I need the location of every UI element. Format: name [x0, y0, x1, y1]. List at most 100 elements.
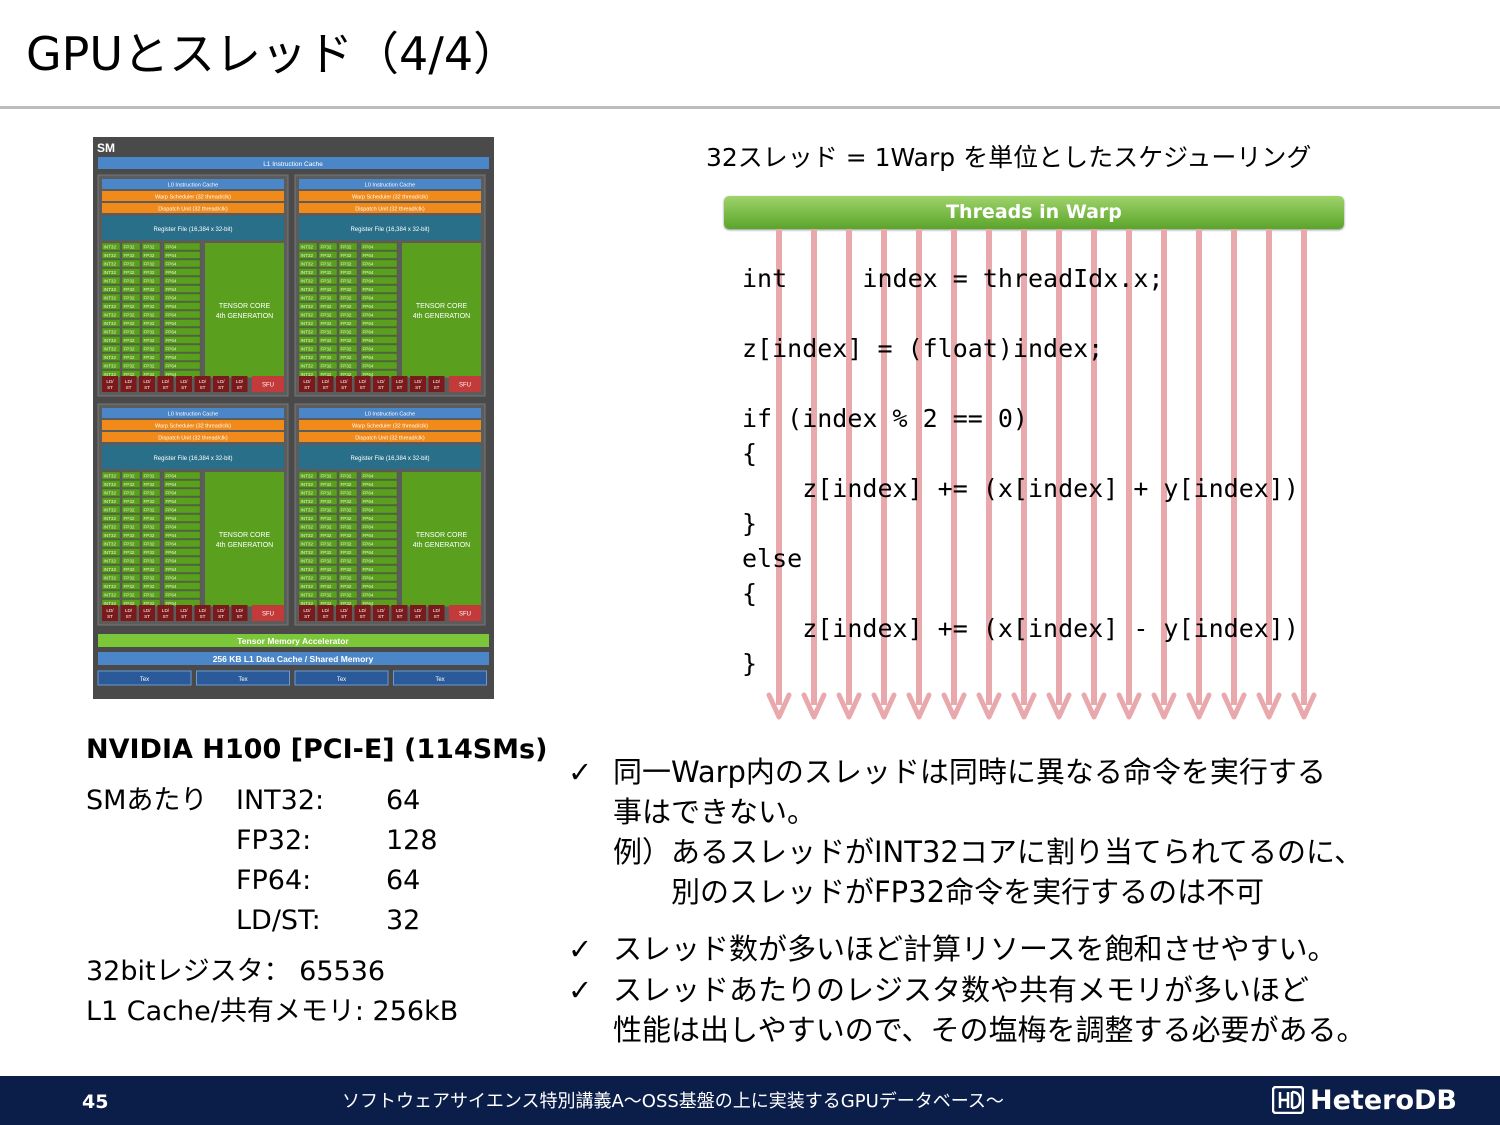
- int32-core: [101, 353, 121, 361]
- fp64-core-label: FP64: [363, 355, 374, 360]
- int32-core: [101, 514, 121, 522]
- fp64-core-label: FP64: [363, 279, 374, 284]
- code-line: }: [742, 509, 758, 538]
- fp64-core: [163, 471, 201, 480]
- fp64-core-label: FP64: [166, 338, 177, 343]
- fp32-core: [141, 548, 161, 556]
- int32-core: [101, 582, 121, 590]
- int32-core-label: INT32: [301, 559, 314, 564]
- int32-core-label: INT32: [104, 482, 117, 487]
- ldst-unit: [299, 376, 315, 392]
- fp64-core: [360, 336, 398, 344]
- fp64-core: [163, 480, 201, 488]
- fp64-core: [360, 242, 398, 251]
- int32-core-label: INT32: [104, 499, 117, 504]
- fp32-core-label: FP32: [144, 576, 155, 581]
- fp64-core-label: FP64: [166, 364, 177, 369]
- thread-arrow-head: [1116, 692, 1142, 720]
- fp32-core-label: FP32: [341, 499, 352, 504]
- ldst-unit: [336, 376, 352, 392]
- fp32-core-label: FP32: [321, 364, 332, 369]
- fp64-core: [163, 488, 201, 497]
- spec-label: INT32:: [236, 785, 325, 816]
- fp64-core-label: FP64: [166, 525, 177, 530]
- thread-arrow-head: [1046, 692, 1072, 720]
- int32-core: [298, 344, 318, 353]
- sfu-label: SFU: [262, 383, 274, 389]
- fp32-core-label: FP32: [321, 245, 332, 250]
- warp-scheduler: [299, 191, 481, 201]
- fp64-core-label: FP64: [363, 304, 374, 309]
- ldst-label: LD/: [322, 379, 330, 384]
- fp64-core: [163, 590, 201, 599]
- fp32-core: [338, 251, 358, 259]
- fp64-core: [360, 531, 398, 539]
- fp64-core: [163, 268, 201, 276]
- fp64-core-label: FP64: [363, 270, 374, 275]
- tensor-core: [402, 243, 481, 378]
- fp64-core: [360, 361, 398, 370]
- fp64-core-label: FP64: [166, 304, 177, 309]
- fp64-core: [360, 259, 398, 268]
- fp64-core-label: FP64: [166, 355, 177, 360]
- bullet-line: スレッド数が多いほど計算リソースを飽和させやすい。: [613, 932, 1337, 966]
- int32-core: [298, 565, 318, 573]
- fp32-core: [318, 259, 338, 268]
- fp32-core: [318, 522, 338, 531]
- fp32-core-label: FP32: [144, 279, 155, 284]
- fp64-core: [360, 590, 398, 599]
- fp32-core: [121, 548, 141, 556]
- ldst-label: LD/: [340, 379, 348, 384]
- int32-core: [298, 514, 318, 522]
- ldst-label: LD/: [433, 379, 441, 384]
- l0-instruction-cache: [102, 179, 284, 189]
- fp32-core: [121, 582, 141, 590]
- int32-core: [298, 259, 318, 268]
- fp32-core-label: FP32: [124, 542, 135, 547]
- l0-instruction-cache-label: L0 Instruction Cache: [365, 183, 415, 189]
- fp64-core: [360, 327, 398, 336]
- tex-unit: [294, 670, 389, 686]
- int32-core: [101, 497, 121, 505]
- int32-core: [101, 565, 121, 573]
- fp32-core-label: FP32: [144, 304, 155, 309]
- fp32-core-label: FP32: [144, 245, 155, 250]
- fp32-core-label: FP32: [144, 567, 155, 572]
- fp64-core: [360, 276, 398, 285]
- register-file: [299, 216, 481, 240]
- int32-core: [101, 336, 121, 344]
- int32-core: [298, 327, 318, 336]
- fp32-core: [318, 471, 338, 480]
- fp32-core-label: FP32: [124, 262, 135, 267]
- fp64-core-label: FP64: [166, 372, 177, 377]
- int32-core: [101, 361, 121, 370]
- heterodb-logo-mark: [1272, 1086, 1304, 1114]
- int32-core-label: INT32: [104, 550, 117, 555]
- fp32-core: [141, 242, 161, 251]
- fp32-core: [121, 276, 141, 285]
- fp32-core: [121, 251, 141, 259]
- fp32-core-label: FP32: [144, 474, 155, 479]
- fp64-core: [360, 488, 398, 497]
- int32-core: [298, 556, 318, 565]
- fp32-core: [121, 488, 141, 497]
- ldst-label: ST: [181, 385, 187, 390]
- fp32-core: [121, 471, 141, 480]
- fp64-core: [360, 582, 398, 590]
- fp32-core-label: FP32: [321, 576, 332, 581]
- tensor-core-label: TENSOR CORE: [416, 303, 468, 310]
- spec-label: FP64:: [236, 865, 312, 896]
- fp32-core-label: FP32: [321, 593, 332, 598]
- fp32-core: [318, 242, 338, 251]
- fp32-core-label: FP32: [341, 270, 352, 275]
- fp32-core-label: FP32: [341, 576, 352, 581]
- ldst-unit: [157, 376, 174, 392]
- fp64-core-label: FP64: [166, 567, 177, 572]
- ldst-label: LD/: [143, 379, 151, 384]
- ldst-label: LD/: [359, 608, 367, 613]
- fp32-core-label: FP32: [144, 321, 155, 326]
- int32-core-label: INT32: [301, 321, 314, 326]
- fp32-core-label: FP32: [321, 584, 332, 589]
- fp32-core-label: FP32: [144, 270, 155, 275]
- int32-core: [298, 268, 318, 276]
